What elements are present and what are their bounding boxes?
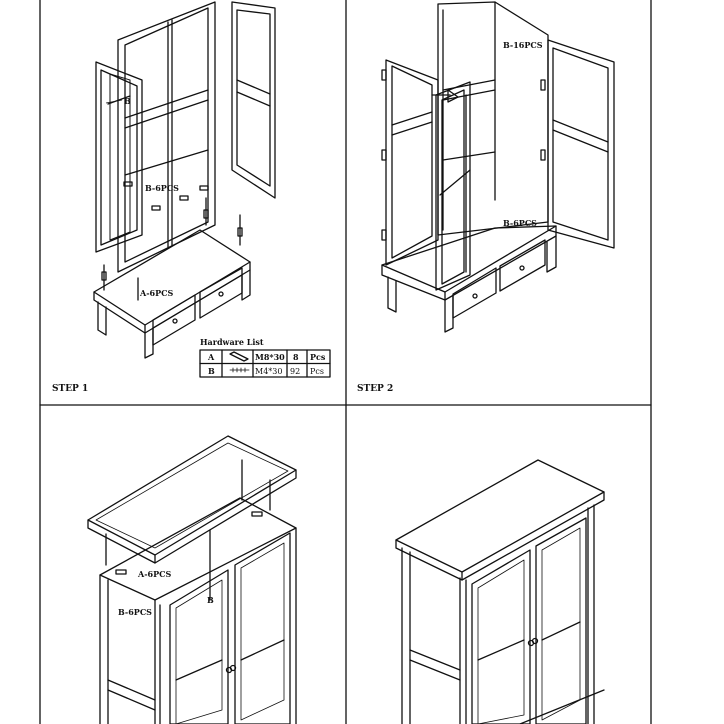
panel-step-1 <box>93 1 276 359</box>
hardware-qty-b: 92 <box>290 367 300 376</box>
hardware-size-a: M8*30 <box>255 352 285 362</box>
part-label-b-6pcs: B-6PCS <box>503 218 537 228</box>
screw-icon <box>229 367 250 373</box>
hardware-id-b: B <box>208 366 215 376</box>
hardware-unit-b: Pcs <box>310 367 324 376</box>
part-label-a-6pcs: A-6PCS <box>139 288 173 298</box>
part-label-b-6pcs: B-6PCS <box>145 183 179 193</box>
part-label-b-16pcs: B-16PCS <box>503 40 543 50</box>
hardware-qty-a: 8 <box>293 352 299 362</box>
part-label-b-6pcs: B-6PCS <box>118 607 152 617</box>
part-label-a-6pcs: A-6PCS <box>137 569 171 579</box>
hardware-unit-a: Pcs <box>310 352 326 362</box>
part-label-b: B <box>207 595 214 605</box>
panel-step-2 <box>381 1 615 333</box>
panel-step-4 <box>395 459 605 724</box>
hardware-id-a: A <box>207 352 215 362</box>
panel-step-3 <box>87 435 297 724</box>
part-label-b: B <box>124 96 131 106</box>
step-label: STEP 1 <box>52 384 88 394</box>
dowel-icon <box>229 351 249 362</box>
hardware-list-title: Hardware List <box>200 337 264 347</box>
step-label: STEP 2 <box>357 384 393 394</box>
hardware-size-b: M4*30 <box>255 367 282 376</box>
hardware-list-table <box>199 349 331 378</box>
